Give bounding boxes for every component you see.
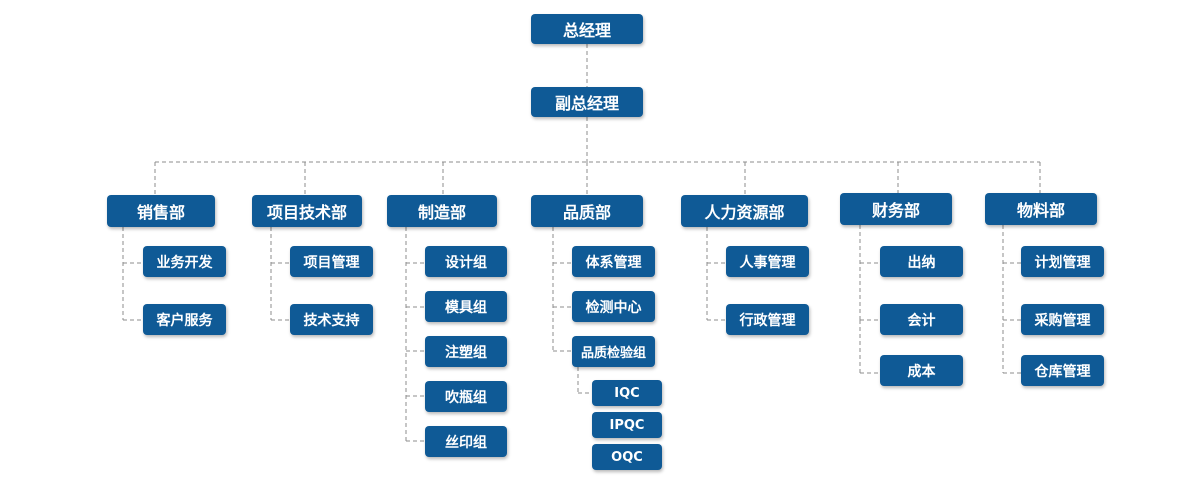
dept-quality: 品质部 [531, 195, 643, 227]
dept-materials: 物料部 [985, 193, 1097, 225]
hr-personnel-mgmt: 人事管理 [726, 246, 809, 277]
mfg-design-group: 设计组 [425, 246, 507, 277]
dept-manufacturing: 制造部 [387, 195, 497, 227]
node-vp: 副总经理 [531, 87, 643, 117]
sales-business-dev: 业务开发 [143, 246, 226, 277]
qa-oqc: OQC [592, 444, 662, 470]
mat-purchasing-mgmt: 采购管理 [1021, 304, 1104, 335]
dept-hr: 人力资源部 [681, 195, 808, 227]
qa-system-mgmt: 体系管理 [572, 246, 655, 277]
dept-finance: 财务部 [840, 193, 952, 225]
mfg-injection-group: 注塑组 [425, 336, 507, 367]
mfg-blow-molding-group: 吹瓶组 [425, 381, 507, 412]
mfg-silk-print-group: 丝印组 [425, 426, 507, 457]
fin-accounting: 会计 [880, 304, 963, 335]
qa-iqc: IQC [592, 380, 662, 406]
tech-support: 技术支持 [290, 304, 373, 335]
fin-cost: 成本 [880, 355, 963, 386]
node-ceo: 总经理 [531, 14, 643, 44]
hr-admin-mgmt: 行政管理 [726, 304, 809, 335]
qa-ipqc: IPQC [592, 412, 662, 438]
mfg-mold-group: 模具组 [425, 291, 507, 322]
mat-warehouse-mgmt: 仓库管理 [1021, 355, 1104, 386]
qa-test-center: 检测中心 [572, 291, 655, 322]
qa-inspection-group: 品质检验组 [572, 336, 655, 367]
dept-sales: 销售部 [107, 195, 215, 227]
dept-project-tech: 项目技术部 [252, 195, 362, 227]
fin-cashier: 出纳 [880, 246, 963, 277]
mat-planning-mgmt: 计划管理 [1021, 246, 1104, 277]
sales-customer-service: 客户服务 [143, 304, 226, 335]
tech-project-mgmt: 项目管理 [290, 246, 373, 277]
